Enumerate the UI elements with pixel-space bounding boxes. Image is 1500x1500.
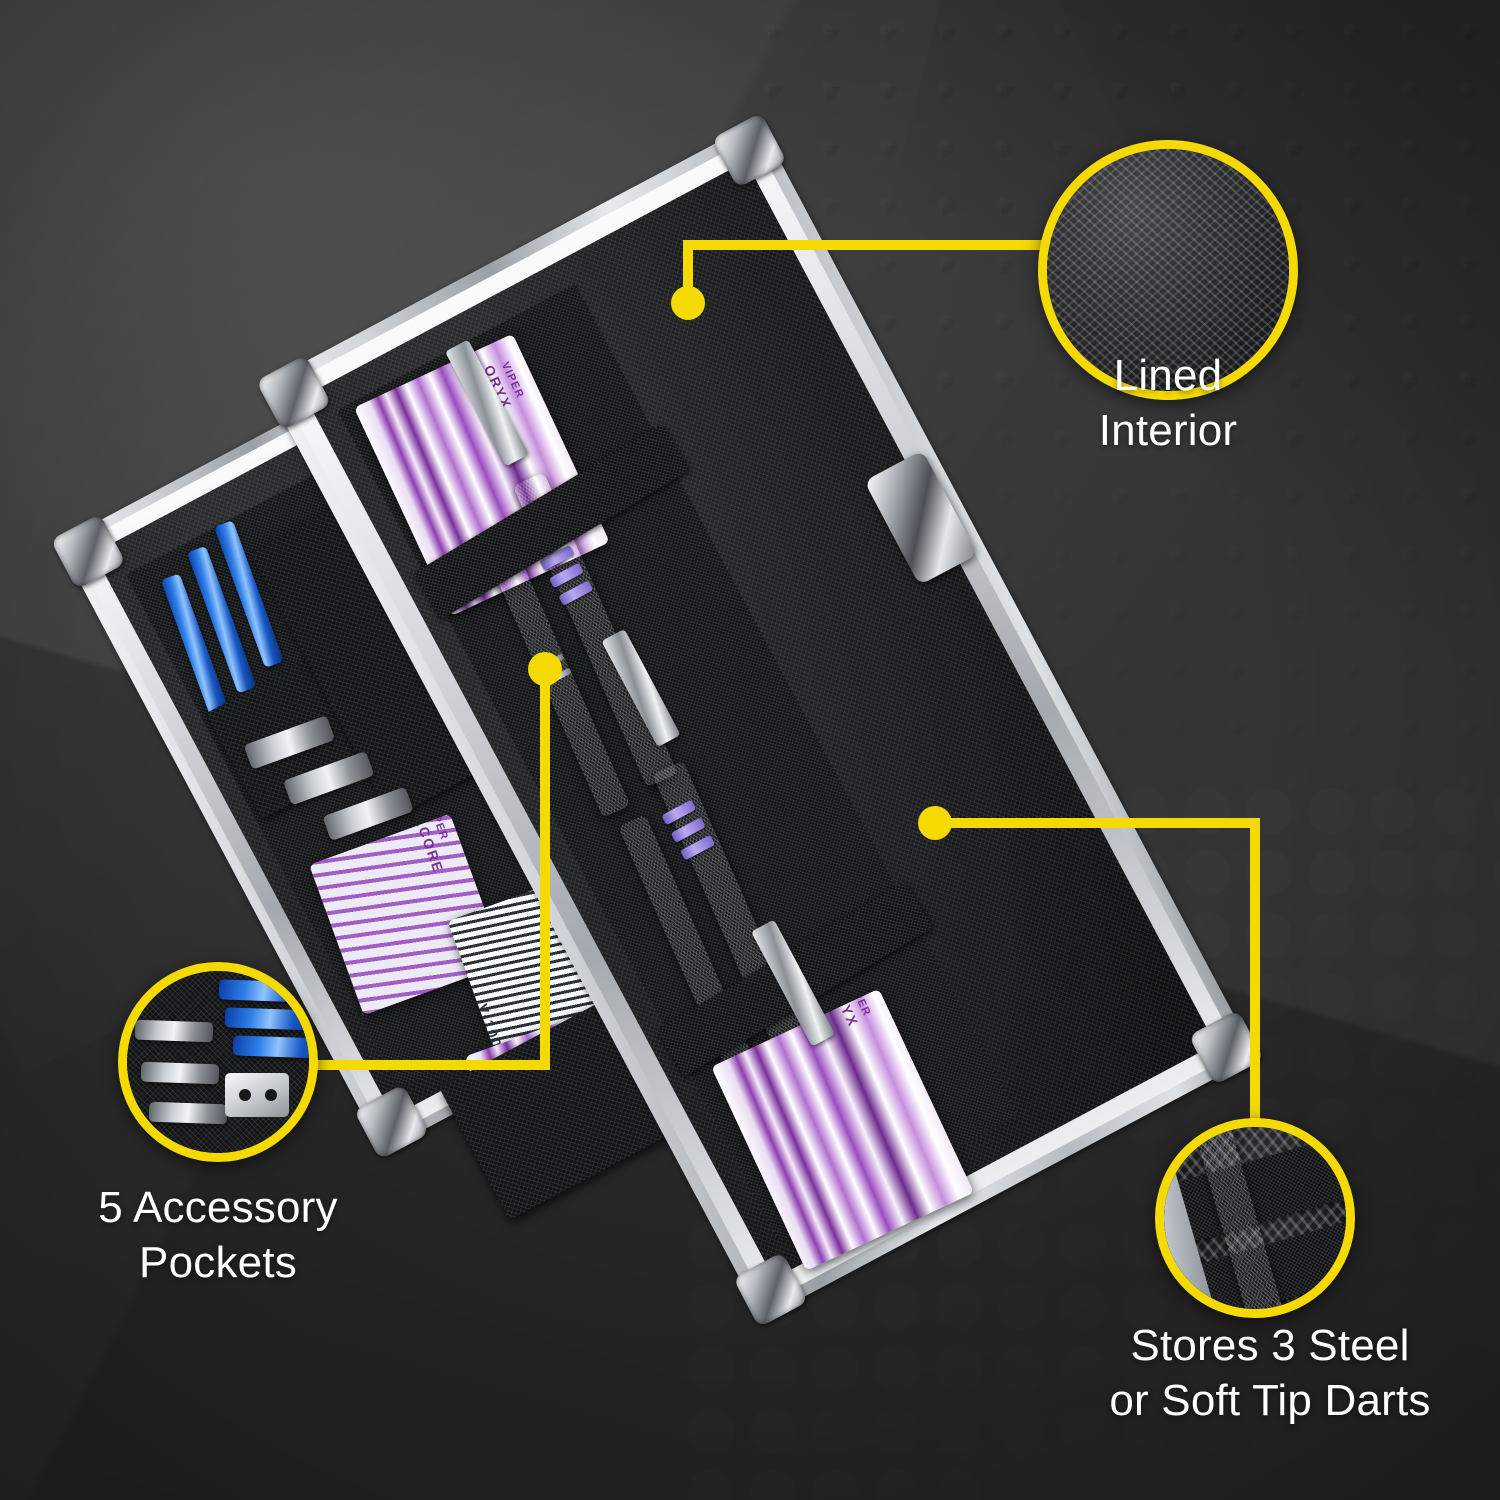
detail-blue-shaft [218,979,309,1003]
detail-blue-shaft [232,1035,309,1059]
callout-label-accessory-pockets: 5 Accessory Pockets [98,1183,338,1288]
callout-bubble-lined-interior [1038,140,1298,400]
flight-lumacore-label: VIPER LUMACORE [399,813,451,876]
detail-sharpener-hole [239,1089,251,1101]
flight-oryx-label: VIPER ORYX [827,988,873,1030]
detail-sharpener-hole [265,1089,277,1101]
texture-nylon-pocket [127,971,309,1153]
callout-line-vertical [1250,818,1260,1123]
callout-line-horizontal [683,240,1078,250]
texture-carbon-weave [1047,149,1289,391]
detail-spare-tip [140,1061,220,1085]
callout-bubble-dart-storage [1155,1118,1355,1318]
callout-bubble-accessory-pockets [118,962,318,1162]
callout-label-lined-interior: Lined Interior [1098,351,1238,456]
callout-line-horizontal [310,1060,550,1070]
callout-label-dart-storage: Stores 3 Steel or Soft Tip Darts [1109,1321,1431,1426]
detail-sharpener [225,1073,289,1117]
callout-line-horizontal [935,818,1260,828]
texture-elastic-strap [1164,1127,1346,1309]
callout-line-vertical [540,669,550,1069]
detail-spare-tip [148,1101,228,1125]
detail-blue-shaft [224,1007,309,1031]
detail-spare-tip [134,1019,214,1043]
callout-line-vertical [683,240,693,305]
